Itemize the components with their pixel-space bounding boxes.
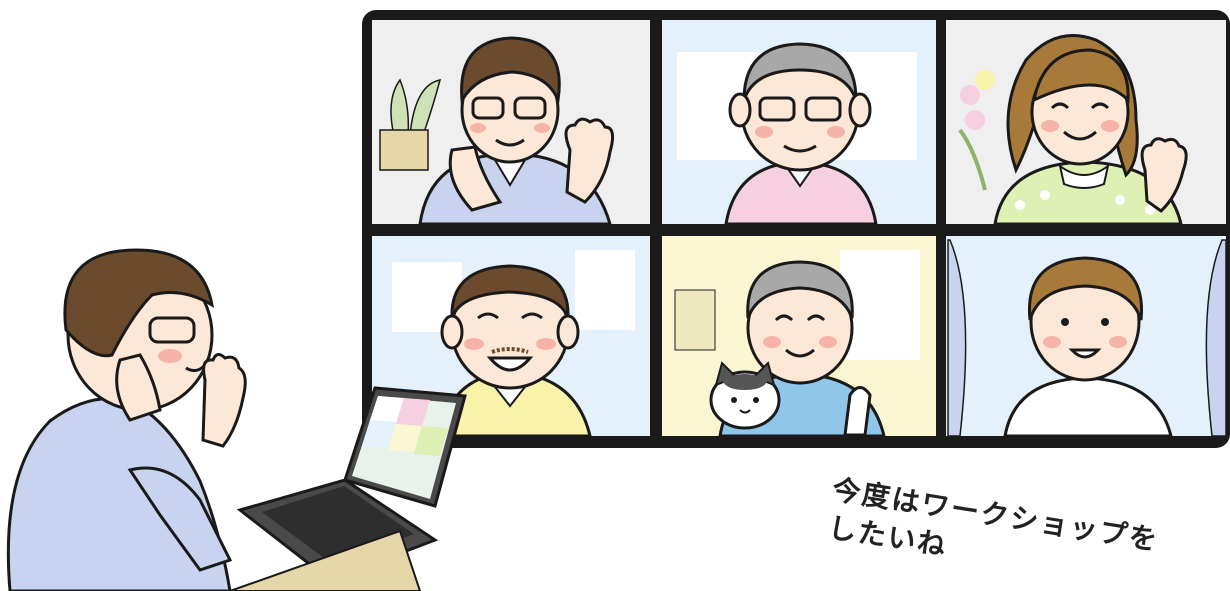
desk [229,529,422,591]
participant-tile-2 [662,20,936,226]
participant-tile-1 [372,20,650,226]
participant-tile-3 [946,20,1226,226]
man-at-laptop [6,248,247,591]
video-call-screen [362,10,1230,448]
laptop [236,386,467,582]
participant-tile-5 [662,236,936,438]
cat [709,361,781,430]
participant-tile-6 [946,236,1227,438]
